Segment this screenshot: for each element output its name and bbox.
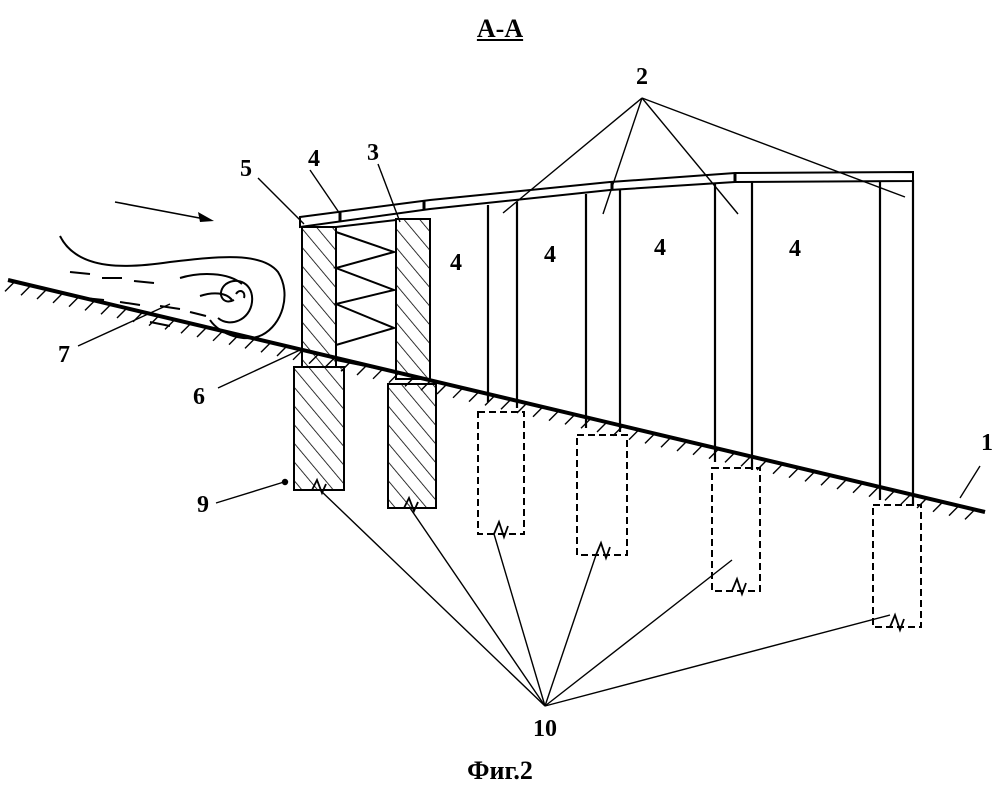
dashed-pile-3: [711, 467, 761, 592]
soil-hatch-tick: [740, 456, 751, 467]
dashed-pile-4: [872, 504, 922, 628]
soil-hatch-tick: [356, 365, 367, 376]
break-marks: [493, 519, 905, 633]
soil-hatch-tick: [772, 464, 783, 475]
label-9: 9: [197, 492, 209, 518]
soil-hatch-tick: [436, 384, 447, 395]
soil-hatch-tick: [484, 395, 495, 406]
soil-hatch-tick: [948, 506, 959, 517]
soil-hatch-tick: [708, 449, 719, 460]
soil-hatch-tick: [932, 502, 943, 513]
soil-hatch-tick: [900, 494, 911, 505]
soil-hatch-tick: [292, 350, 303, 361]
soil-hatch-tick: [468, 392, 479, 403]
soil-hatch-tick: [724, 452, 735, 463]
flow-arrow: [114, 201, 214, 222]
pile-under-front-wall: [293, 366, 345, 496]
soil-hatch-tick: [4, 281, 15, 292]
soil-hatch-tick: [548, 411, 559, 422]
soil-hatch-tick: [676, 441, 687, 452]
soil-hatch-tick: [692, 445, 703, 456]
soil-hatch-tick: [116, 308, 127, 319]
soil-hatch-tick: [852, 483, 863, 494]
second-wall: [395, 218, 431, 380]
soil-hatch-tick: [148, 316, 159, 327]
soil-hatch-tick: [820, 475, 831, 486]
label-5: 5: [240, 156, 252, 182]
soil-hatch-tick: [916, 498, 927, 509]
soil-hatch-tick: [804, 471, 815, 482]
soil-hatch-tick: [628, 430, 639, 441]
soil-hatch-tick: [836, 479, 847, 490]
label-4-top: 4: [308, 146, 320, 172]
soil-hatch-tick: [372, 369, 383, 380]
section-title: А-А: [476, 14, 524, 43]
label-10: 10: [533, 716, 557, 742]
front-wall: [301, 226, 337, 368]
soil-hatch-tick: [212, 331, 223, 342]
wave-sketch: [59, 235, 286, 340]
callout-labels: 1 2 3 4 4 4 4 4 5 6 7 9 10: [58, 64, 993, 742]
soil-hatch-tick: [100, 304, 111, 315]
label-4-bay4: 4: [789, 236, 801, 262]
label-2: 2: [636, 64, 648, 90]
soil-hatch-tick: [644, 433, 655, 444]
pile-under-second-wall: [387, 383, 437, 514]
label-7: 7: [58, 342, 70, 368]
soil-hatch-tick: [660, 437, 671, 448]
soil-hatch-tick: [788, 468, 799, 479]
soil-hatch-tick: [196, 327, 207, 338]
soil-hatch-tick: [276, 346, 287, 357]
label-4-bay3: 4: [654, 235, 666, 261]
soil-hatch-tick: [52, 293, 63, 304]
soil-hatch-tick: [20, 285, 31, 296]
dashed-piles: [477, 411, 922, 628]
columns: [486, 180, 915, 506]
soil-hatch-tick: [452, 388, 463, 399]
label-6: 6: [193, 384, 205, 410]
soil-hatch-tick: [244, 338, 255, 349]
dashed-pile-2: [576, 434, 628, 556]
truss-bracing: [332, 219, 398, 373]
soil-hatch-tick: [964, 509, 975, 520]
dashed-pile-1: [477, 411, 525, 535]
figure-caption: Фиг.2: [467, 756, 533, 785]
soil-hatch-tick: [260, 342, 271, 353]
soil-hatch-tick: [532, 407, 543, 418]
soil-hatch-tick: [564, 414, 575, 425]
soil-hatch-tick: [884, 490, 895, 501]
soil-hatch-tick: [180, 323, 191, 334]
soil-hatch-tick: [36, 289, 47, 300]
soil-hatch-tick: [596, 422, 607, 433]
soil-hatch-tick: [84, 300, 95, 311]
ground-line: [4, 278, 986, 520]
label-1: 1: [981, 430, 993, 456]
soil-hatch-tick: [68, 297, 79, 308]
label-4-bay2: 4: [544, 242, 556, 268]
soil-hatch-tick: [500, 399, 511, 410]
leader-lines: [77, 97, 981, 707]
label-3: 3: [367, 140, 379, 166]
soil-hatch-tick: [516, 403, 527, 414]
soil-hatch-tick: [868, 487, 879, 498]
label-4-bay1: 4: [450, 250, 462, 276]
